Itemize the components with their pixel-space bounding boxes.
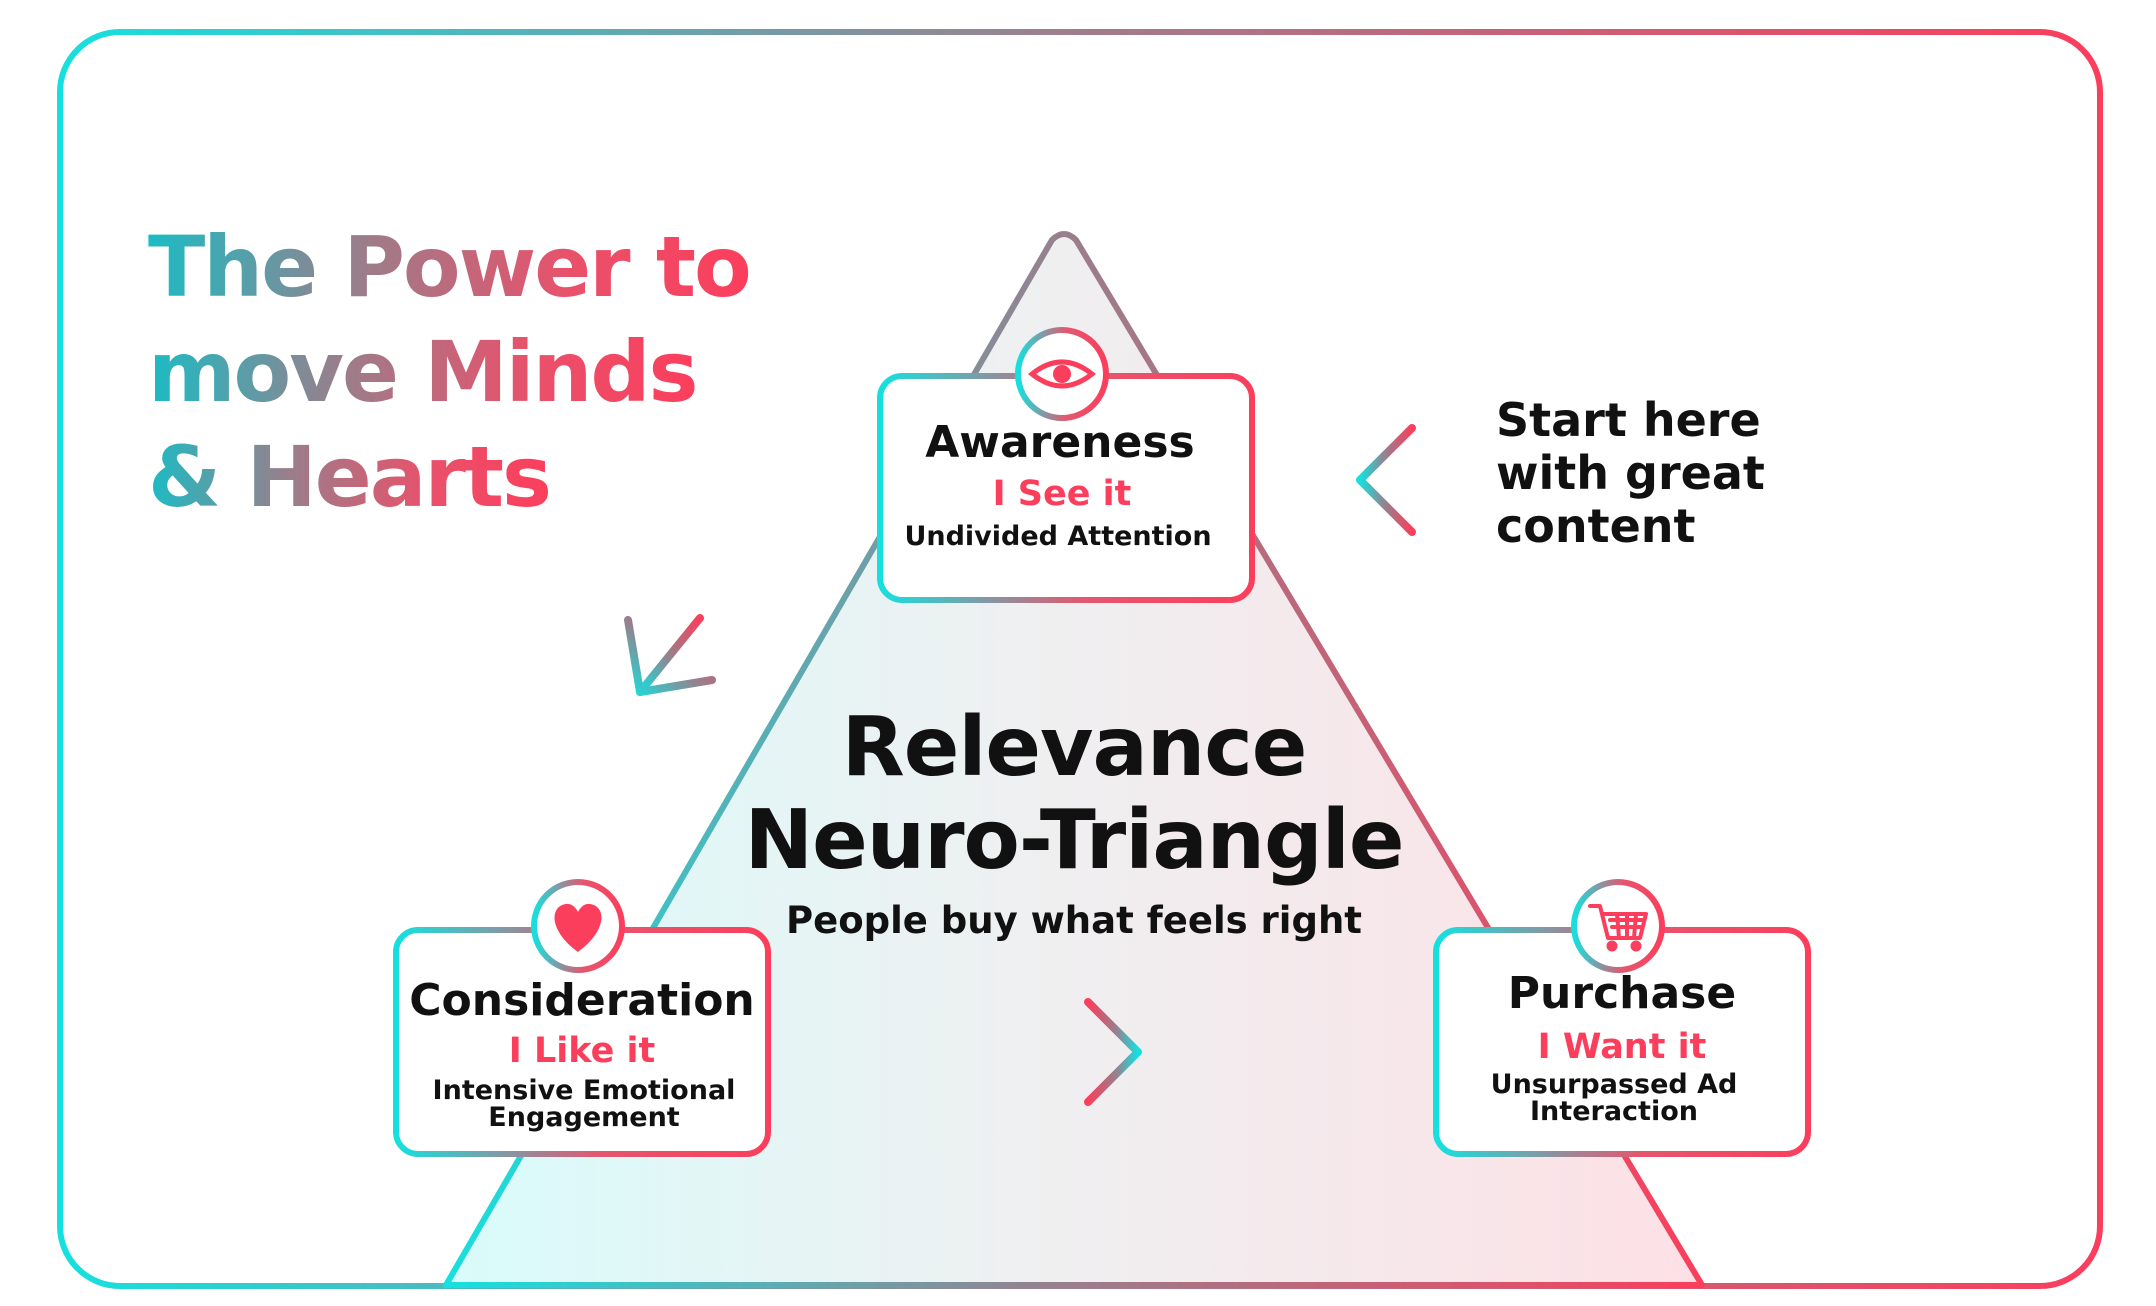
arrow-right-icon [1040, 998, 1142, 1106]
headline: The Power to move Minds & Hearts [148, 218, 752, 526]
arrow-down-left-icon [624, 614, 716, 696]
side-note-line-3: content [1496, 499, 1696, 553]
center-title-line-2: Neuro-Triangle [745, 793, 1404, 888]
headline-line-2: move Minds [148, 323, 697, 421]
purchase-description-line-2: Interaction [1530, 1096, 1698, 1127]
eye-icon [1015, 327, 1109, 421]
purchase-description-line-1: Unsurpassed Ad [1491, 1069, 1738, 1100]
shopping-cart-icon [1571, 879, 1665, 973]
consideration-description-line-1: Intensive Emotional [433, 1075, 736, 1106]
heart-icon [531, 879, 625, 973]
center-title-line-1: Relevance [842, 700, 1307, 795]
awareness-description: Undivided Attention [904, 521, 1211, 552]
consideration-subtitle: I Like it [509, 1031, 656, 1071]
headline-line-3: & Hearts [148, 428, 550, 526]
side-note-line-1: Start here [1496, 393, 1761, 447]
arrow-left-icon [1356, 424, 1456, 536]
node-purchase: Purchase I Want it Unsurpassed Ad Intera… [1433, 879, 1811, 1157]
consideration-description-line-2: Engagement [488, 1102, 680, 1133]
awareness-title: Awareness [925, 417, 1194, 468]
headline-line-1: The Power to [148, 218, 750, 316]
center-title-block: Relevance Neuro-Triangle People buy what… [745, 700, 1405, 942]
purchase-title: Purchase [1508, 968, 1736, 1019]
purchase-subtitle: I Want it [1538, 1027, 1707, 1067]
awareness-subtitle: I See it [993, 474, 1132, 514]
node-consideration: Consideration I Like it Intensive Emotio… [393, 879, 771, 1157]
center-subtitle: People buy what feels right [786, 899, 1362, 942]
side-note-line-2: with great [1496, 446, 1765, 500]
consideration-title: Consideration [409, 975, 755, 1026]
node-awareness: Awareness I See it Undivided Attention [877, 327, 1255, 603]
side-note: Start here with great content [1496, 393, 1765, 553]
